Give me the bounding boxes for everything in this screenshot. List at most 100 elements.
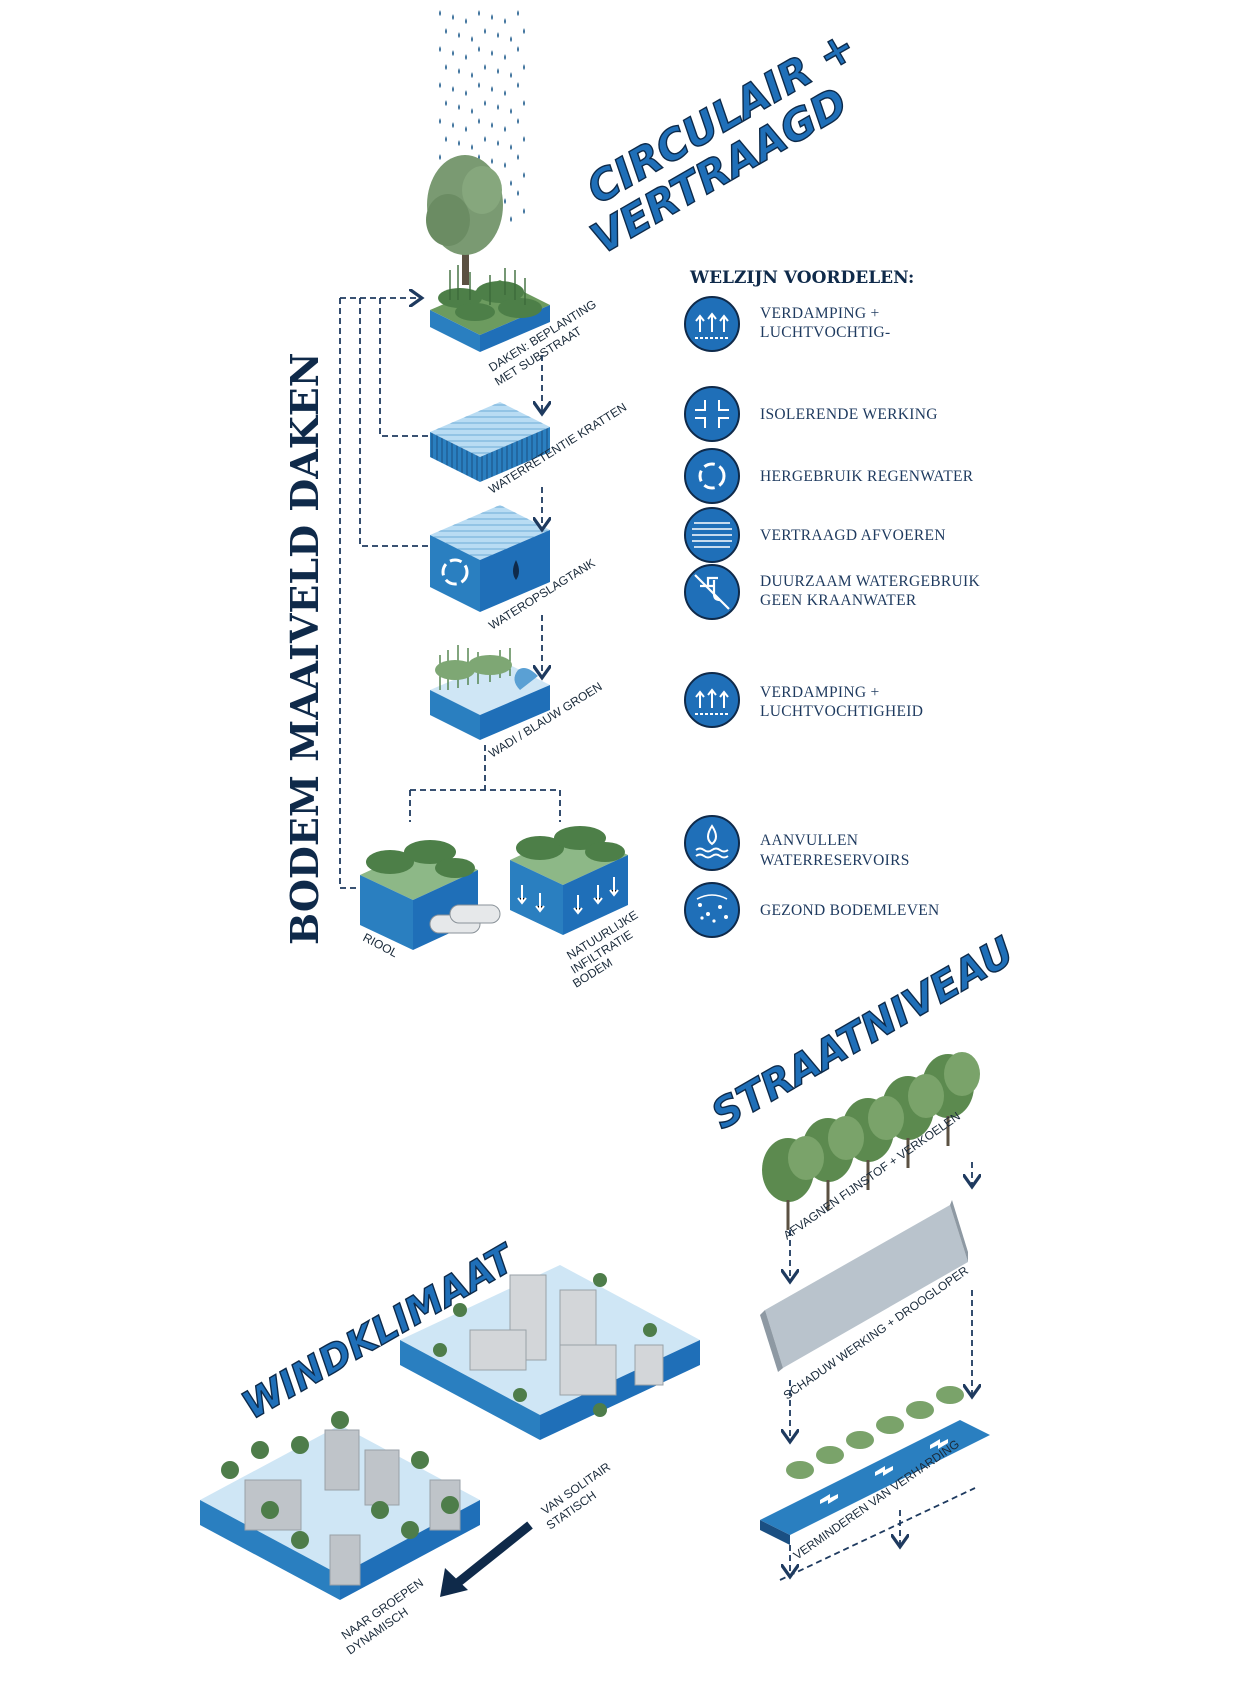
rain-drop bbox=[471, 108, 473, 114]
rain-drop bbox=[458, 140, 460, 146]
rain-drop bbox=[491, 14, 493, 20]
lines-icon bbox=[692, 522, 732, 548]
rain-drop bbox=[523, 28, 525, 34]
rain-drop bbox=[478, 10, 480, 16]
insulation-icon bbox=[695, 400, 729, 428]
rain-drop bbox=[497, 32, 499, 38]
crates-layer bbox=[430, 402, 550, 482]
benefit-line-1: AANVULLEN bbox=[760, 832, 858, 849]
wadi-layer bbox=[430, 645, 550, 740]
rain-drop bbox=[478, 82, 480, 88]
rain-drop bbox=[497, 140, 499, 146]
rain-drop bbox=[452, 14, 454, 20]
rain-drop bbox=[504, 90, 506, 96]
benefit-item: DUURZAAM WATERGEBRUIK GEEN KRAANWATER bbox=[684, 564, 981, 620]
rain-drop bbox=[458, 104, 460, 110]
rain-drop bbox=[439, 154, 441, 160]
tank-layer bbox=[430, 505, 550, 612]
groepen-block bbox=[200, 1411, 480, 1600]
benefit-item: ISOLERENDE WERKING bbox=[684, 386, 938, 442]
benefit-item: AANVULLEN WATERRESERVOIRS bbox=[684, 815, 910, 871]
rain-drop bbox=[471, 72, 473, 78]
vertical-title: BODEM MAAIVELD DAKEN bbox=[282, 353, 327, 945]
rain-drop bbox=[439, 46, 441, 52]
soil-life-icon bbox=[696, 894, 728, 923]
benefit-item: VERTRAAGD AFVOEREN bbox=[684, 507, 946, 563]
street-flow-arrows bbox=[779, 1162, 975, 1581]
rain-drop bbox=[510, 72, 512, 78]
rain-drop bbox=[458, 32, 460, 38]
rain-drop bbox=[510, 36, 512, 42]
rain-drop bbox=[445, 64, 447, 70]
recycle-icon bbox=[441, 558, 469, 586]
street-trees bbox=[762, 1052, 980, 1230]
transition-arrow bbox=[440, 1521, 533, 1597]
shade-canopy bbox=[760, 1200, 968, 1372]
rain-drop bbox=[510, 180, 512, 186]
rain-drop bbox=[491, 158, 493, 164]
rain-drop bbox=[471, 144, 473, 150]
rain-drop bbox=[523, 64, 525, 70]
benefit-line-1: GEZOND BODEMLEVEN bbox=[760, 902, 939, 919]
rain-drop bbox=[465, 90, 467, 96]
roof-layer bbox=[430, 265, 550, 352]
benefits-heading: WELZIJN VOORDELEN: bbox=[689, 268, 914, 288]
solitair-block bbox=[400, 1265, 700, 1440]
infiltration-layer bbox=[510, 826, 628, 935]
rain-drop bbox=[523, 208, 525, 214]
rain-drop bbox=[445, 100, 447, 106]
rain-drop bbox=[439, 82, 441, 88]
water-drop-icon bbox=[513, 560, 519, 580]
rain-drop bbox=[510, 216, 512, 222]
rain-drop bbox=[504, 126, 506, 132]
benefit-line-1: HERGEBRUIK REGENWATER bbox=[760, 468, 974, 485]
rain-drop bbox=[452, 86, 454, 92]
rain-drop bbox=[517, 10, 519, 16]
benefit-line-2: WATERRESERVOIRS bbox=[760, 852, 910, 869]
water-drop-icon bbox=[695, 824, 729, 859]
rain-drop bbox=[465, 126, 467, 132]
rain-drop bbox=[491, 86, 493, 92]
benefit-item: VERDAMPING + LUCHTVOCHTIGHEID bbox=[684, 672, 923, 728]
benefit-line-1: ISOLERENDE WERKING bbox=[760, 406, 938, 423]
benefit-line-1: VERTRAAGD AFVOEREN bbox=[760, 527, 946, 544]
rain-drop bbox=[439, 10, 441, 16]
rain-drop bbox=[465, 18, 467, 24]
rain-drop bbox=[497, 104, 499, 110]
rain-drop bbox=[517, 46, 519, 52]
pipe-icon bbox=[429, 904, 501, 934]
rain-drop bbox=[478, 46, 480, 52]
rain-drop bbox=[497, 68, 499, 74]
rain-drop bbox=[484, 28, 486, 34]
rain-drop bbox=[458, 68, 460, 74]
rain-drop bbox=[445, 28, 447, 34]
benefit-line-2: LUCHTVOCHTIG- bbox=[760, 324, 890, 341]
rain-drop bbox=[478, 118, 480, 124]
flow-connectors bbox=[339, 298, 561, 889]
benefit-line-1: DUURZAAM WATERGEBRUIK bbox=[760, 573, 981, 590]
tree-icon bbox=[426, 155, 503, 285]
rain-drop bbox=[517, 154, 519, 160]
recycle-icon bbox=[698, 462, 726, 490]
rain-drop bbox=[445, 136, 447, 142]
riool-layer bbox=[360, 840, 501, 950]
street-road bbox=[760, 1386, 990, 1545]
rain-drop bbox=[484, 64, 486, 70]
rain-drop bbox=[504, 162, 506, 168]
circulair-title: CIRCULAIR + VERTRAAGD bbox=[578, 20, 864, 264]
down-arrows-icon bbox=[517, 877, 619, 915]
rain-drop bbox=[465, 54, 467, 60]
benefit-line-1: VERDAMPING + bbox=[760, 305, 880, 322]
evaporation-icon bbox=[695, 312, 729, 339]
evaporation-icon bbox=[695, 688, 729, 715]
rain-drop bbox=[504, 54, 506, 60]
rain-drop bbox=[452, 50, 454, 56]
rain-drop bbox=[523, 172, 525, 178]
rain-drop bbox=[439, 118, 441, 124]
rain-drop bbox=[484, 100, 486, 106]
benefit-item: VERDAMPING + LUCHTVOCHTIG- bbox=[684, 296, 890, 352]
benefit-line-2: GEEN KRAANWATER bbox=[760, 592, 917, 609]
rain-drop bbox=[517, 118, 519, 124]
benefits-list: VERDAMPING + LUCHTVOCHTIG- ISOLERENDE WE… bbox=[684, 296, 981, 938]
